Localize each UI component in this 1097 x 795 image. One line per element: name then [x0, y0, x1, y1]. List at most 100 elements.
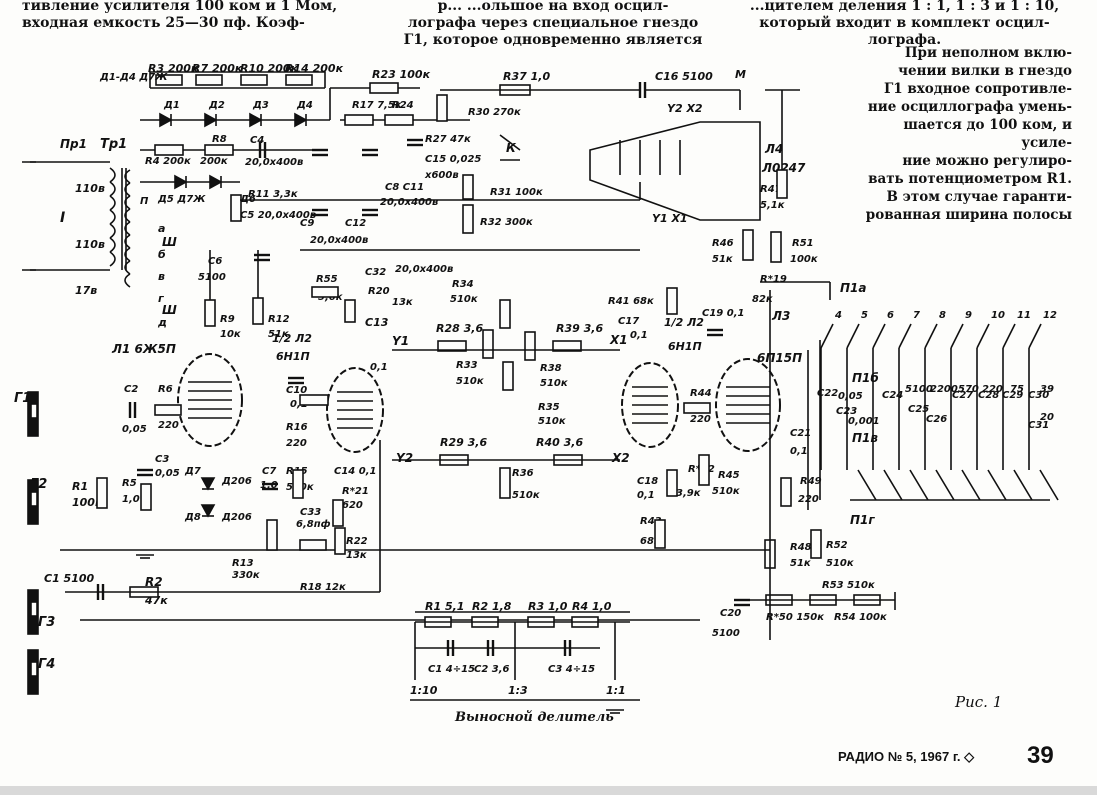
text-line: ние можно регулиро-: [902, 153, 1072, 169]
component-label: R27 47к: [425, 134, 471, 145]
wire: [857, 469, 877, 501]
component-label: C13: [365, 316, 389, 329]
component-label: R17 7,5к: [352, 100, 402, 111]
resistor: [240, 74, 268, 86]
resistor: [770, 231, 782, 263]
magazine-issue: РАДИО № 5, 1967 г.: [838, 749, 961, 764]
component-label: 13к: [346, 550, 367, 561]
component-label: R2: [145, 575, 163, 589]
component-label: Ш: [162, 235, 177, 249]
resistor: [285, 74, 313, 86]
component-label: R8: [212, 134, 227, 145]
component-label: 100к: [72, 496, 103, 509]
component-label: а: [158, 222, 165, 235]
resistor: [154, 144, 184, 156]
component-label: R13: [232, 558, 254, 569]
component-label: П1г: [850, 513, 875, 527]
component-label: 9: [965, 310, 972, 321]
resistor: [299, 394, 329, 406]
connector-jack: [30, 601, 38, 617]
component-label: 6Н1П: [668, 340, 702, 353]
component-label: Пр1: [60, 137, 87, 151]
component-label: 1/2 Л2: [272, 332, 312, 345]
component-label: М: [735, 68, 746, 81]
component-label: R11 3,3к: [248, 189, 298, 200]
resistor: [698, 454, 710, 486]
diode: [200, 504, 216, 518]
wire: [976, 323, 990, 349]
component-label: Д206: [221, 476, 252, 487]
component-label: 6П15П: [757, 351, 802, 365]
component-label: R7 200к: [192, 62, 243, 75]
component-label: I: [60, 210, 65, 226]
component-label: R54 100к: [834, 612, 887, 623]
component-label: 1/2 Л2: [664, 316, 704, 329]
component-label: 1,0: [260, 480, 278, 491]
component-label: R51: [792, 238, 814, 249]
component-label: 330к: [232, 570, 260, 581]
component-label: C33: [300, 507, 321, 518]
component-label: R37 1,0: [503, 70, 550, 83]
component-label: 0,1: [290, 399, 308, 410]
component-label: 51к: [712, 254, 733, 265]
text-line: тивление усилителя 100 ком и 1 Мом,: [22, 0, 338, 14]
resistor: [436, 94, 448, 122]
component-label: 5: [861, 310, 868, 321]
text-line: чении вилки в гнездо: [898, 63, 1072, 79]
component-label: П1а: [840, 281, 867, 295]
component-label: К: [506, 141, 517, 155]
component-label: П: [140, 196, 149, 207]
component-label: 0,1: [630, 330, 648, 341]
resistor: [810, 529, 822, 559]
resistor: [204, 299, 216, 327]
resistor: [344, 114, 374, 126]
text-column-left: тивление усилителя 100 ком и 1 Мом, вход…: [22, 0, 382, 32]
component-label: 13к: [392, 297, 413, 308]
component-label: 20,0х400в: [395, 264, 453, 275]
resistor: [499, 467, 511, 499]
component-label: R35: [538, 402, 560, 413]
component-label: 2200: [930, 384, 958, 395]
component-label: Л0247: [761, 161, 806, 175]
component-label: 620: [342, 500, 363, 511]
component-label: R39 3,6: [556, 322, 603, 335]
component-label: R14 200к: [285, 62, 344, 75]
wire: [950, 323, 964, 349]
component-label: R4 200к: [145, 156, 191, 167]
component-label: Г1: [14, 391, 31, 406]
transformer-winding: [124, 169, 131, 184]
component-label: C27: [952, 390, 973, 401]
wire: [1039, 469, 1059, 501]
divider-label: Выносной делитель: [455, 710, 614, 725]
component-label: R2 1,8: [472, 600, 512, 613]
text-line: Г1, которое одновременно является: [403, 32, 703, 48]
component-label: R5: [122, 478, 137, 489]
resistor: [654, 519, 666, 549]
component-label: C10: [286, 385, 307, 396]
component-label: C9: [300, 218, 314, 229]
component-label: б: [158, 248, 166, 261]
text-line: вать потенциометром R1.: [868, 171, 1072, 187]
component-label: R23 100к: [372, 68, 431, 81]
component-label: 200к: [200, 156, 228, 167]
resistor: [437, 340, 467, 352]
component-label: х600в: [424, 170, 459, 181]
component-label: C32: [365, 267, 386, 278]
wire: [499, 134, 521, 151]
wire: [935, 469, 955, 501]
component-label: R40 3,6: [536, 436, 583, 449]
component-label: C20: [720, 608, 741, 619]
component-label: 510к: [450, 294, 478, 305]
component-label: X2: [611, 451, 630, 465]
component-label: Г3: [38, 615, 55, 630]
resistor: [502, 361, 514, 391]
connector-jack: [30, 491, 38, 507]
page-number: 39: [1027, 742, 1054, 769]
component-label: Л1 6Ж5П: [111, 342, 176, 356]
component-label: R30 270к: [468, 107, 521, 118]
tube-l3: [715, 358, 781, 452]
component-label: 220: [158, 420, 179, 431]
resistor: [524, 331, 536, 361]
wire: [1002, 323, 1016, 349]
